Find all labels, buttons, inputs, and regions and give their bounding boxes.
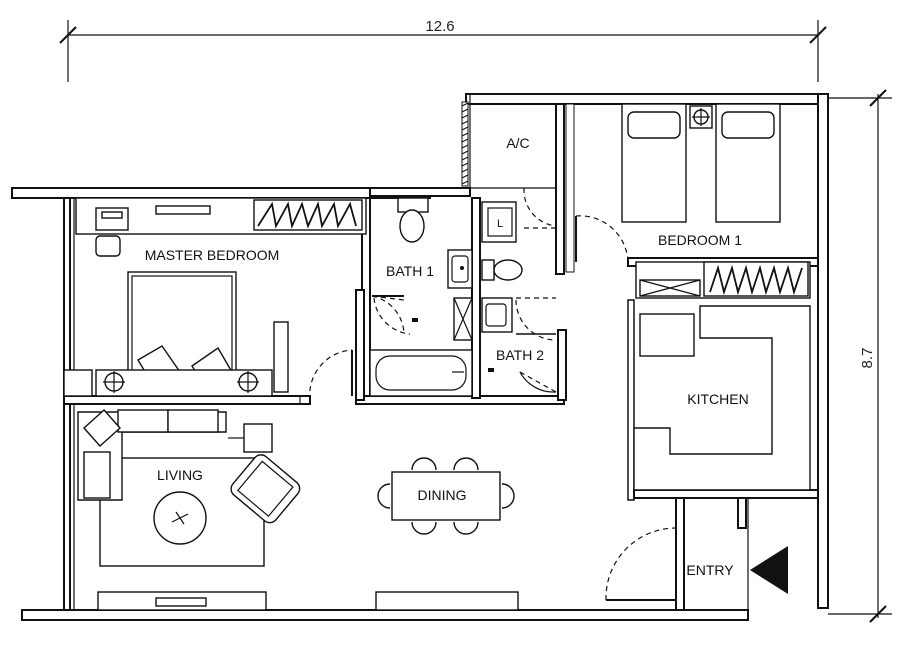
entry-arrow-icon bbox=[750, 546, 788, 594]
entry-label: ENTRY bbox=[686, 562, 734, 578]
bath2-fixtures: L bbox=[481, 201, 523, 372]
height-dimension: 8.7 bbox=[828, 89, 892, 623]
width-dimension: 12.6 bbox=[59, 18, 827, 82]
laundry-label: L bbox=[497, 218, 503, 230]
bath2-label: BATH 2 bbox=[496, 347, 544, 363]
bath1-label: BATH 1 bbox=[386, 263, 434, 279]
doors bbox=[309, 187, 677, 601]
ac-wall-hatch bbox=[461, 101, 469, 187]
kitchen-counter bbox=[633, 305, 811, 491]
dining-label: DINING bbox=[418, 487, 467, 503]
dining-furniture bbox=[375, 457, 519, 611]
height-label: 8.7 bbox=[859, 348, 876, 369]
master-bedroom-furniture bbox=[63, 197, 367, 397]
living-label: LIVING bbox=[157, 467, 203, 483]
bedroom1-label: BEDROOM 1 bbox=[658, 232, 742, 248]
kitchen-label: KITCHEN bbox=[687, 391, 748, 407]
living-furniture bbox=[69, 404, 301, 611]
bath1-fixtures bbox=[369, 197, 473, 397]
bedroom1-furniture bbox=[621, 103, 811, 299]
master-bedroom-label: MASTER BEDROOM bbox=[145, 247, 280, 263]
width-label: 12.6 bbox=[425, 18, 454, 35]
ac-label: A/C bbox=[506, 135, 529, 151]
